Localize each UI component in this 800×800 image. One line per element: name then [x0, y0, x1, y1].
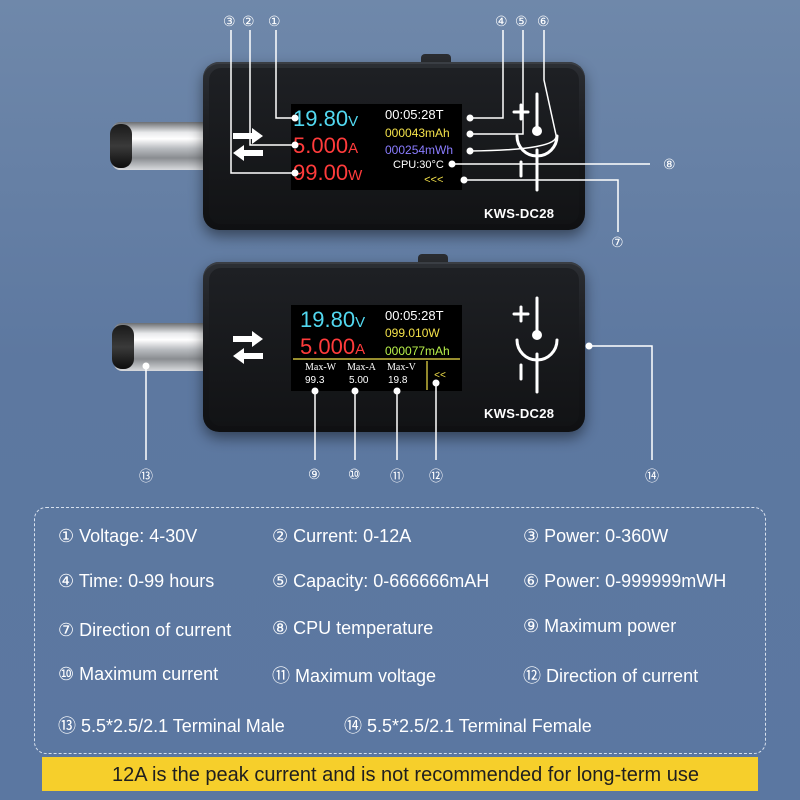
callout-number-12: ⑫ — [429, 468, 443, 484]
spec-item-energy: ⑥ Power: 0-999999mWH — [523, 571, 726, 592]
spec-item-voltage: ① Voltage: 4-30V — [58, 526, 197, 547]
cpu-readout: CPU:30°C — [393, 159, 444, 171]
spec-item-power: ③ Power: 0-360W — [523, 526, 668, 547]
spec-num-3: ③ — [523, 526, 540, 546]
energy-readout: 000254mWh — [385, 143, 454, 157]
spec-num-5: ⑤ — [272, 571, 289, 591]
spec-item-current: ② Current: 0-12A — [272, 526, 411, 547]
spec-num-2: ② — [272, 526, 289, 546]
callout-number-5: ⑤ — [515, 13, 528, 29]
power-unit: W — [348, 167, 363, 184]
spec-panel — [34, 507, 766, 754]
male-plug-bottom-tip — [112, 325, 134, 369]
spec-item-time: ④ Time: 0-99 hours — [58, 571, 214, 592]
spec-text-8: CPU temperature — [293, 618, 434, 638]
spec-item-max-voltage: ⑪ Maximum voltage — [272, 662, 436, 688]
spec-num-6: ⑥ — [523, 571, 540, 591]
warning-banner: 12A is the peak current and is not recom… — [42, 757, 758, 791]
spec-item-capacity: ⑤ Capacity: 0-666666mAH — [272, 571, 489, 592]
voltage-unit: V — [348, 113, 359, 130]
spec-num-4: ④ — [58, 571, 75, 591]
spec-text-5: Capacity: 0-666666mAH — [293, 571, 490, 591]
spec-text-11: Maximum voltage — [295, 666, 437, 686]
current-unit-bottom: A — [355, 341, 366, 358]
voltage-unit-bottom: V — [355, 314, 366, 331]
warning-text: 12A is the peak current and is not recom… — [112, 764, 699, 786]
voltage-readout: 19.80V — [293, 108, 358, 130]
callout-number-4: ④ — [495, 13, 508, 29]
spec-text-6: Power: 0-999999mWH — [544, 571, 727, 591]
spec-text-3: Power: 0-360W — [544, 526, 669, 546]
spec-item-male-terminal: ⑬ 5.5*2.5/2.1 Terminal Male — [58, 712, 285, 738]
spec-num-14: ⑭ — [344, 716, 362, 736]
top-button-bottom — [418, 254, 448, 262]
callout-number-6: ⑥ — [537, 13, 550, 29]
power-readout-bottom: 099.010W — [385, 326, 440, 340]
top-button-top — [421, 54, 451, 62]
callout-number-11: ⑪ — [390, 468, 404, 484]
callout-number-14: ⑭ — [645, 468, 659, 484]
callout-number-13: ⑬ — [139, 468, 153, 484]
capacity-readout-bottom: 000077mAh — [385, 344, 450, 358]
lcd-screen-top — [291, 104, 462, 190]
spec-num-8: ⑧ — [272, 618, 289, 638]
spec-num-13: ⑬ — [58, 716, 76, 736]
spec-text-13: 5.5*2.5/2.1 Terminal Male — [81, 716, 285, 736]
spec-num-9: ⑨ — [523, 616, 540, 636]
capacity-readout: 000043mAh — [385, 126, 450, 140]
spec-item-direction: ⑦ Direction of current — [58, 620, 231, 641]
max-w-label: Max-W — [305, 362, 337, 373]
callout-number-1: ① — [268, 13, 281, 29]
voltage-readout-bottom: 19.80V — [300, 309, 365, 331]
direction-readout: <<< — [424, 174, 444, 186]
male-plug-top-tip — [110, 124, 132, 168]
callout-number-10: ⑩ — [348, 466, 361, 482]
callout-number-7: ⑦ — [611, 234, 624, 250]
max-a-value: 5.00 — [349, 375, 369, 386]
max-w-value: 99.3 — [305, 375, 325, 386]
spec-num-10: ⑩ — [58, 664, 75, 684]
lcd-screen-bottom — [291, 305, 462, 391]
callout-number-2: ② — [242, 13, 255, 29]
power-value: 99.00 — [293, 160, 349, 185]
spec-text-2: Current: 0-12A — [293, 526, 412, 546]
current-unit: A — [348, 140, 359, 157]
model-label-top: KWS-DC28 — [484, 206, 555, 221]
spec-text-9: Maximum power — [544, 616, 677, 636]
current-readout-bottom: 5.000A — [300, 336, 365, 358]
spec-num-12: ⑫ — [523, 666, 541, 686]
spec-text-7: Direction of current — [79, 620, 232, 640]
current-value: 5.000 — [293, 133, 349, 158]
max-v-value: 19.8 — [388, 375, 408, 386]
spec-text-14: 5.5*2.5/2.1 Terminal Female — [367, 716, 592, 736]
spec-text-12: Direction of current — [546, 666, 699, 686]
model-label-bottom: KWS-DC28 — [484, 406, 555, 421]
spec-num-7: ⑦ — [58, 620, 75, 640]
power-readout: 99.00W — [293, 162, 362, 184]
max-a-label: Max-A — [347, 362, 376, 373]
spec-num-1: ① — [58, 526, 75, 546]
callout-number-9: ⑨ — [308, 466, 321, 482]
max-v-label: Max-V — [387, 362, 416, 373]
spec-text-10: Maximum current — [79, 664, 219, 684]
callout-number-8: ⑧ — [663, 156, 676, 172]
current-readout: 5.000A — [293, 135, 358, 157]
time-readout: 00:05:28T — [385, 107, 444, 122]
spec-item-max-current: ⑩ Maximum current — [58, 664, 218, 685]
direction-readout-bottom: << — [434, 370, 446, 381]
spec-item-female-terminal: ⑭ 5.5*2.5/2.1 Terminal Female — [344, 712, 592, 738]
callout-number-3: ③ — [223, 13, 236, 29]
voltage-value-bottom: 19.80 — [300, 307, 356, 332]
spec-item-direction-2: ⑫ Direction of current — [523, 662, 698, 688]
spec-num-11: ⑪ — [272, 666, 290, 686]
time-readout-bottom: 00:05:28T — [385, 308, 444, 323]
voltage-value: 19.80 — [293, 106, 349, 131]
spec-item-cpu-temp: ⑧ CPU temperature — [272, 618, 433, 639]
spec-text-4: Time: 0-99 hours — [78, 571, 215, 591]
spec-item-max-power: ⑨ Maximum power — [523, 616, 676, 637]
spec-text-1: Voltage: 4-30V — [79, 526, 198, 546]
current-value-bottom: 5.000 — [300, 334, 356, 359]
